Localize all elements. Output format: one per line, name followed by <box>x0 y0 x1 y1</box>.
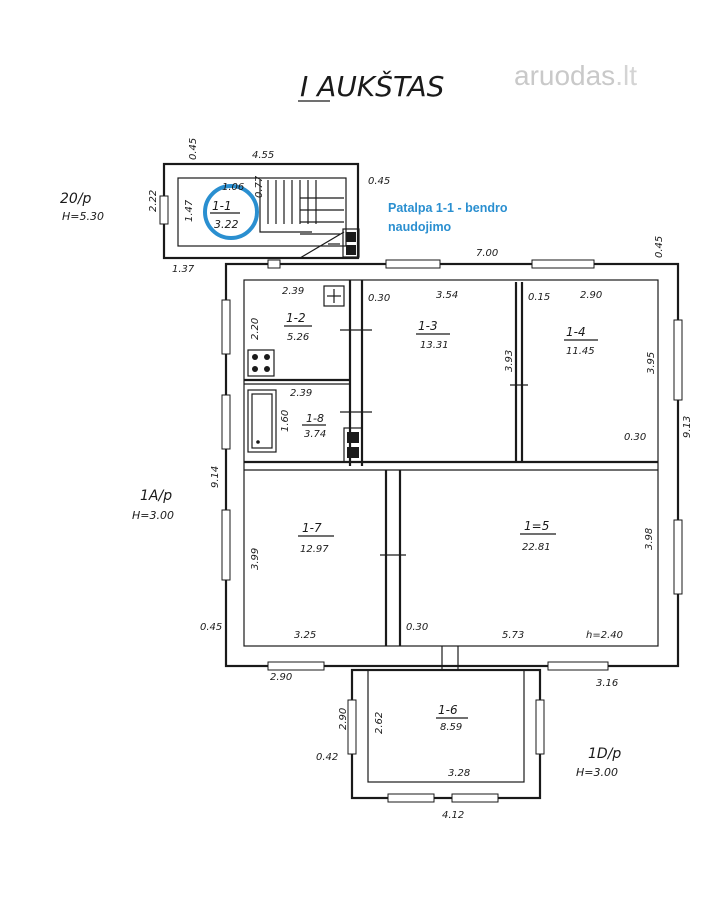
dimension-label: 2.90 <box>270 672 292 683</box>
fraction-label: 20/p <box>60 191 92 207</box>
fraction-label: 1A/p <box>140 488 172 504</box>
window <box>347 699 357 755</box>
stove-icon <box>247 349 275 377</box>
dimension-label: 3.28 <box>448 768 470 779</box>
room-1-6-id: 1-6 <box>438 703 458 717</box>
height-label: H=5.30 <box>62 210 104 223</box>
aruodas-logo: aruodas.lt <box>514 60 637 92</box>
dimension-label: 0.30 <box>406 622 428 633</box>
dimension-label: 9.13 <box>682 416 693 438</box>
room-1-4-area: 11.45 <box>566 346 595 357</box>
logo-text: aruodas <box>514 60 616 91</box>
room-1-2-area: 5.26 <box>287 332 309 343</box>
room-1-4-id: 1-4 <box>566 325 586 339</box>
dimension-label: 0.15 <box>528 292 550 303</box>
dimension-label: 0.45 <box>368 176 390 187</box>
window <box>267 661 325 671</box>
dimension-label: 4.55 <box>252 150 274 161</box>
dimension-label: 3.98 <box>644 528 655 550</box>
dimension-label: 3.95 <box>646 352 657 374</box>
dimension-label: 3.54 <box>436 290 458 301</box>
window <box>221 299 231 355</box>
window <box>673 319 683 401</box>
logo-tld: .lt <box>615 60 637 91</box>
bathtub-icon <box>247 389 277 453</box>
stair-annex: 1-1 3.22 <box>159 162 360 260</box>
chimney-block <box>343 427 363 463</box>
side-labels: 20/p H=5.30 1A/p H=3.00 1D/p H=3.00 <box>60 191 621 779</box>
dimension-label: 2.62 <box>374 712 385 734</box>
porch-inner-wall <box>367 669 525 783</box>
dimension-label: 2.20 <box>250 318 261 340</box>
room-1-7-id: 1-7 <box>302 521 322 535</box>
room-1-2-id: 1-2 <box>286 311 306 325</box>
chimney-block <box>342 228 360 258</box>
height-label: H=3.00 <box>576 766 618 779</box>
dimension-label: 4.12 <box>442 810 464 821</box>
dimension-label: 3.99 <box>250 548 261 570</box>
dimension-label: 2.90 <box>338 708 349 730</box>
room-1-1-note: Patalpa 1-1 - bendro naudojimo <box>388 201 508 234</box>
room-1-5-id: 1=5 <box>524 519 549 533</box>
room-1-3-area: 13.31 <box>420 340 449 351</box>
window <box>385 259 441 269</box>
annex-inner-wall <box>177 177 347 247</box>
dimension-label: 0.45 <box>188 138 199 160</box>
dimension-label: 3.16 <box>596 678 618 689</box>
window <box>451 793 499 803</box>
room-1-7-area: 12.97 <box>300 544 329 555</box>
room-1-8-id: 1-8 <box>306 412 324 425</box>
room-1-3-id: 1-3 <box>418 319 438 333</box>
dimension-label: 1.47 <box>184 199 195 222</box>
window <box>221 394 231 450</box>
dimension-label: 5.73 <box>502 630 524 641</box>
height-label: H=3.00 <box>132 509 174 522</box>
window <box>267 259 281 269</box>
dimension-label: 0.42 <box>316 752 338 763</box>
window <box>531 259 595 269</box>
dimension-label: 2.39 <box>290 388 312 399</box>
porch <box>347 668 545 803</box>
outer-wall <box>224 262 680 668</box>
sink-fixture <box>323 285 345 307</box>
main-house <box>221 259 683 671</box>
dimension-label: 0.30 <box>624 432 646 443</box>
staircase <box>259 180 345 259</box>
dimension-label: 9.14 <box>210 466 221 488</box>
dimension-label: 2.90 <box>580 290 602 301</box>
window <box>159 195 169 225</box>
dimension-label: h=2.40 <box>586 630 623 641</box>
room-1-8-area: 3.74 <box>304 429 326 440</box>
room-1-6-area: 8.59 <box>440 722 462 733</box>
window <box>535 699 545 755</box>
room-1-1-area: 3.22 <box>214 218 239 231</box>
dimension-label: 1.60 <box>280 410 291 432</box>
room-1-5-area: 22.81 <box>522 542 551 553</box>
dimension-labels-vertical: 0.45 2.22 1.47 0.77 0.45 2.20 3.93 3.95 … <box>148 138 693 734</box>
window <box>387 793 435 803</box>
room-1-1-highlight <box>203 184 259 240</box>
dimension-label: 0.30 <box>368 293 390 304</box>
dimension-label: 2.39 <box>282 286 304 297</box>
dimension-label: 3.25 <box>294 630 316 641</box>
dimension-label: 1.06 <box>222 182 244 193</box>
dimension-label: 1.37 <box>172 264 195 275</box>
dimension-label: 0.77 <box>254 175 265 198</box>
dimension-label: 0.45 <box>654 236 665 258</box>
room-1-1-id: 1-1 <box>212 199 232 213</box>
fraction-label: 1D/p <box>588 746 621 762</box>
plan-title: I AUKŠTAS <box>300 69 444 103</box>
dimension-label: 2.22 <box>148 190 159 212</box>
dimension-label: 7.00 <box>476 248 498 259</box>
dimension-label: 0.45 <box>200 622 222 633</box>
dimension-labels: 4.55 1.06 0.45 1.37 2.39 0.30 3.54 0.15 … <box>172 150 646 821</box>
window <box>547 661 609 671</box>
dimension-label: 3.93 <box>504 350 515 372</box>
window <box>221 509 231 581</box>
window <box>673 519 683 595</box>
